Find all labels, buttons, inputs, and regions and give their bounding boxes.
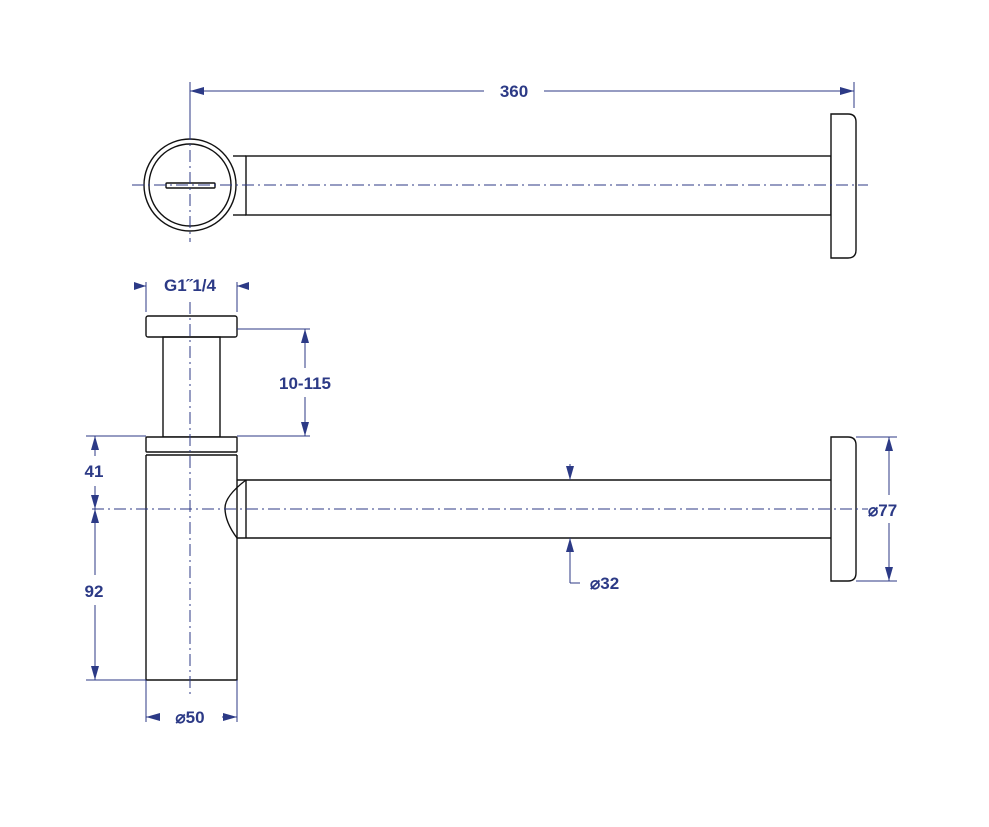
top-view bbox=[132, 113, 868, 259]
label-pipe-diameter: ⌀32 bbox=[590, 574, 619, 593]
thread-arrow-left bbox=[134, 282, 146, 290]
label-flange-diameter: ⌀77 bbox=[868, 501, 897, 520]
dimension-pipe-diameter: ⌀32 bbox=[566, 464, 619, 593]
flange-arrow-bottom bbox=[885, 567, 893, 581]
front-view-body bbox=[145, 455, 238, 681]
label-body-diameter: ⌀50 bbox=[175, 708, 204, 727]
body-arrow-left bbox=[146, 713, 160, 721]
lower-arrow-bottom bbox=[91, 666, 99, 680]
adjust-arrow-bottom bbox=[301, 422, 309, 436]
label-height-lower: 92 bbox=[85, 582, 104, 601]
top-view-wall-flange bbox=[830, 113, 857, 259]
front-view-collar bbox=[145, 436, 238, 453]
front-view-extension-tube bbox=[162, 336, 221, 438]
pipe-arrow-bottom bbox=[566, 538, 574, 552]
flange-arrow-top bbox=[885, 437, 893, 451]
arrow-left bbox=[190, 87, 204, 95]
dimension-flange-diameter: ⌀77 bbox=[856, 436, 897, 582]
dimension-height-adjust: 10-115 bbox=[237, 328, 331, 437]
dimension-height-lower: 92 bbox=[85, 509, 146, 681]
label-thread-size: G1˝1/4 bbox=[164, 276, 217, 295]
lower-arrow-top bbox=[91, 509, 99, 523]
dimension-thread-size: G1˝1/4 bbox=[134, 276, 249, 312]
thread-arrow-right bbox=[237, 282, 249, 290]
label-height-upper: 41 bbox=[85, 462, 104, 481]
dimension-body-diameter: ⌀50 bbox=[145, 680, 238, 727]
label-height-adjust: 10-115 bbox=[279, 374, 331, 393]
pipe-arrow-top bbox=[566, 466, 574, 480]
body-arrow-right bbox=[223, 713, 237, 721]
dimension-height-upper: 41 bbox=[85, 435, 146, 509]
label-total-length: 360 bbox=[500, 82, 528, 101]
dimension-total-length: 360 bbox=[189, 82, 855, 128]
upper-arrow-bottom bbox=[91, 495, 99, 509]
front-view-pipe-joint bbox=[224, 479, 247, 539]
adjust-arrow-top bbox=[301, 329, 309, 343]
upper-arrow-top bbox=[91, 436, 99, 450]
arrow-right bbox=[840, 87, 854, 95]
front-view bbox=[92, 302, 868, 694]
front-view-top-nut bbox=[145, 315, 238, 338]
